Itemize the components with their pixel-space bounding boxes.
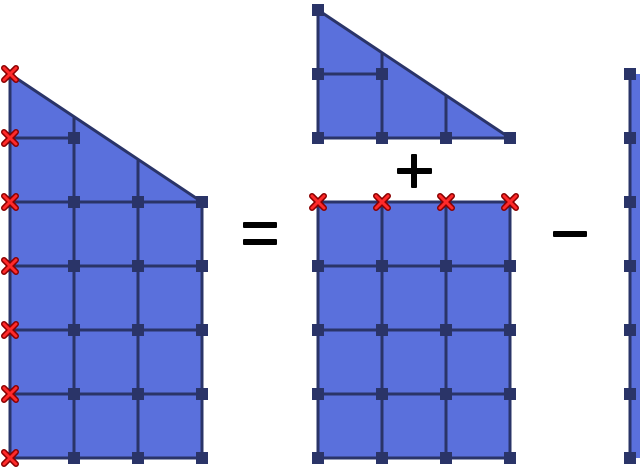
square-node-icon — [376, 452, 388, 464]
square-node-icon — [196, 196, 208, 208]
square-node-icon — [196, 260, 208, 272]
square-node-icon — [376, 68, 388, 80]
equals-operator — [243, 222, 277, 245]
square-node-icon — [132, 196, 144, 208]
square-node-icon — [440, 388, 452, 400]
rectangle-piece — [309, 193, 519, 464]
square-node-icon — [624, 196, 636, 208]
square-node-icon — [624, 132, 636, 144]
square-node-icon — [504, 324, 516, 336]
red-x-marker-icon — [437, 193, 455, 211]
square-node-icon — [312, 4, 324, 16]
rectangle-grid-nodes — [312, 260, 516, 464]
square-node-icon — [312, 260, 324, 272]
red-x-marker-icon — [1, 65, 19, 83]
square-node-icon — [196, 452, 208, 464]
square-node-icon — [68, 132, 80, 144]
plus-operator — [397, 154, 432, 188]
square-node-icon — [312, 388, 324, 400]
red-x-marker-icon — [1, 321, 19, 339]
red-x-marker-icon — [373, 193, 391, 211]
square-node-icon — [68, 388, 80, 400]
square-node-icon — [504, 388, 516, 400]
composite-trapezoid-shape — [1, 65, 208, 467]
red-x-marker-icon — [1, 385, 19, 403]
square-node-icon — [624, 452, 636, 464]
square-node-icon — [624, 260, 636, 272]
square-node-icon — [196, 388, 208, 400]
square-node-icon — [504, 452, 516, 464]
square-node-icon — [624, 388, 636, 400]
composite-grid-nodes — [68, 132, 208, 464]
square-node-icon — [68, 196, 80, 208]
square-node-icon — [312, 324, 324, 336]
square-node-icon — [376, 132, 388, 144]
rectangle-boundary-markers — [309, 193, 519, 211]
square-node-icon — [132, 324, 144, 336]
square-node-icon — [376, 388, 388, 400]
square-node-icon — [440, 452, 452, 464]
square-node-icon — [312, 452, 324, 464]
triangle-grid-nodes — [312, 4, 516, 144]
square-node-icon — [132, 452, 144, 464]
minus-operator — [553, 231, 587, 237]
square-node-icon — [196, 324, 208, 336]
red-x-marker-icon — [501, 193, 519, 211]
square-node-icon — [376, 260, 388, 272]
edge-column-piece — [624, 68, 640, 464]
composite-boundary-markers — [1, 65, 19, 467]
square-node-icon — [68, 260, 80, 272]
square-node-icon — [68, 324, 80, 336]
red-x-marker-icon — [1, 257, 19, 275]
red-x-marker-icon — [309, 193, 327, 211]
square-node-icon — [312, 68, 324, 80]
square-node-icon — [504, 260, 516, 272]
square-node-icon — [440, 324, 452, 336]
red-x-marker-icon — [1, 129, 19, 147]
red-x-marker-icon — [1, 449, 19, 467]
square-node-icon — [132, 388, 144, 400]
square-node-icon — [376, 324, 388, 336]
square-node-icon — [132, 260, 144, 272]
square-node-icon — [312, 132, 324, 144]
square-node-icon — [440, 132, 452, 144]
square-node-icon — [68, 452, 80, 464]
triangle-piece — [312, 4, 516, 144]
red-x-marker-icon — [1, 193, 19, 211]
square-node-icon — [624, 324, 636, 336]
edge-column-nodes — [624, 68, 636, 464]
square-node-icon — [624, 68, 636, 80]
square-node-icon — [504, 132, 516, 144]
square-node-icon — [440, 260, 452, 272]
